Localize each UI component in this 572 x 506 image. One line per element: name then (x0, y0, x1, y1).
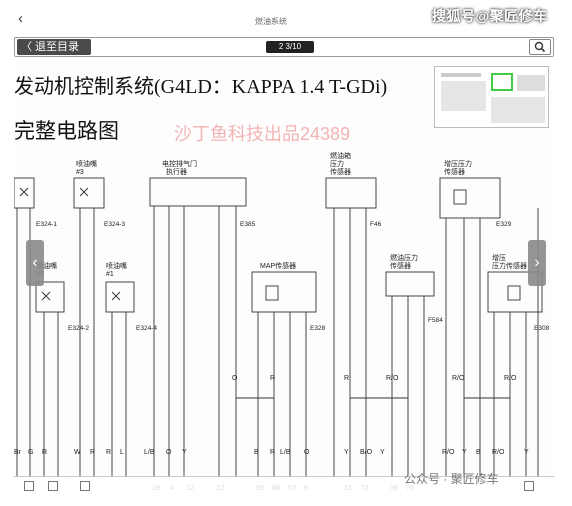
svg-text:传感器: 传感器 (330, 167, 351, 176)
svg-text:E329: E329 (496, 221, 512, 228)
sohu-watermark: 搜狐号@聚匠修车 (432, 8, 548, 24)
exhaust-valve-actuator-label: 电控排气门 (162, 159, 197, 168)
document-title: 发动机控制系统(G4LD：KAPPA 1.4 T-GDi) (14, 76, 388, 98)
svg-text:R: R (106, 449, 111, 456)
svg-text:E308: E308 (534, 325, 550, 332)
svg-text:R/O: R/O (386, 375, 399, 382)
svg-text:E324-3: E324-3 (104, 221, 125, 228)
svg-text:R/O: R/O (492, 449, 505, 456)
next-page-icon[interactable]: › (528, 240, 546, 286)
fuel-tank-pressure-sensor-label: 燃油箱 (330, 151, 351, 160)
svg-text:Y: Y (182, 449, 187, 456)
svg-text:执行器: 执行器 (166, 167, 187, 176)
svg-text:R/O: R/O (442, 449, 455, 456)
svg-text:Br: Br (14, 449, 22, 456)
svg-text:E328: E328 (310, 325, 326, 332)
prev-page-icon[interactable]: ‹ (26, 240, 44, 286)
svg-text:Y: Y (524, 449, 529, 456)
grid-icon[interactable] (48, 481, 58, 491)
svg-text:Y: Y (462, 449, 467, 456)
svg-text:R/O: R/O (504, 375, 517, 382)
svg-text:O: O (232, 375, 238, 382)
svg-text:压力: 压力 (330, 159, 344, 168)
svg-text:R/O: R/O (452, 375, 465, 382)
zoom-icon[interactable] (24, 481, 34, 491)
svg-text:E324-1: E324-1 (36, 221, 57, 228)
bookmark-icon[interactable] (80, 481, 90, 491)
svg-text:传感器: 传感器 (390, 261, 411, 270)
svg-text:B: B (476, 449, 481, 456)
wechat-watermark: 公众号 · 聚匠修车 (404, 472, 499, 486)
svg-text:W: W (74, 449, 81, 456)
svg-text:G: G (28, 449, 33, 456)
svg-text:R: R (42, 449, 47, 456)
search-button[interactable] (529, 39, 551, 55)
document-subtitle: 完整电路图 (14, 119, 119, 143)
back-chevron-icon[interactable]: ‹ (18, 10, 23, 27)
window-title: 燃油系统 (255, 17, 287, 26)
svg-text:E324-4: E324-4 (136, 325, 157, 332)
svg-text:L/B: L/B (144, 449, 155, 456)
svg-text:L/B: L/B (280, 449, 291, 456)
svg-text:O: O (304, 449, 310, 456)
search-icon (534, 41, 546, 53)
document-page: 发动机控制系统(G4LD：KAPPA 1.4 T-GDi) 完整电路图 沙丁鱼科… (14, 58, 554, 496)
injector-4-label: 喷油嘴 (106, 261, 127, 270)
svg-text:Y: Y (344, 449, 349, 456)
page-thumbnail[interactable] (434, 66, 549, 128)
svg-text:O: O (166, 449, 172, 456)
svg-text:#3: #3 (76, 169, 84, 176)
svg-text:B: B (254, 449, 259, 456)
document-watermark: 沙丁鱼科技出品24389 (174, 124, 351, 144)
svg-text:传感器: 传感器 (444, 167, 465, 176)
svg-text:E324-2: E324-2 (68, 325, 89, 332)
back-to-catalog-button[interactable]: 〈 退至目录 (17, 39, 91, 55)
expand-icon[interactable] (524, 481, 534, 491)
svg-text:R: R (344, 375, 349, 382)
svg-text:R: R (270, 449, 275, 456)
document-toolbar: 〈 退至目录 2 3/10 (14, 37, 554, 57)
svg-text:R: R (270, 375, 275, 382)
injector-2-label: 喷油嘴 (36, 261, 57, 270)
svg-text:#1: #1 (106, 271, 114, 278)
injector-3-label: 喷油嘴 (76, 159, 97, 168)
svg-text:F584: F584 (428, 317, 443, 324)
map-sensor-label: MAP传感器 (260, 261, 296, 270)
svg-text:B/O: B/O (360, 449, 373, 456)
svg-text:R: R (90, 449, 95, 456)
svg-text:压力传感器: 压力传感器 (492, 261, 527, 270)
boost-pressure-sensor-label: 增压压力 (444, 159, 472, 168)
page-indicator: 2 3/10 (266, 41, 314, 53)
boost-sensor-2-label: 增压 (492, 253, 506, 262)
fuel-pressure-sensor-label: 燃油压力 (390, 253, 418, 262)
app-bar: ‹ 燃油系统 (0, 0, 572, 36)
bottom-toolbar (14, 476, 554, 496)
wiring-diagram: 喷油嘴 #3 电控排气门 执行器 燃油箱 压力 传感器 增压压力 传感器 喷油嘴… (14, 151, 550, 492)
svg-text:E385: E385 (240, 221, 256, 228)
svg-text:Y: Y (380, 449, 385, 456)
svg-text:F46: F46 (370, 221, 382, 228)
svg-text:L: L (120, 449, 124, 456)
